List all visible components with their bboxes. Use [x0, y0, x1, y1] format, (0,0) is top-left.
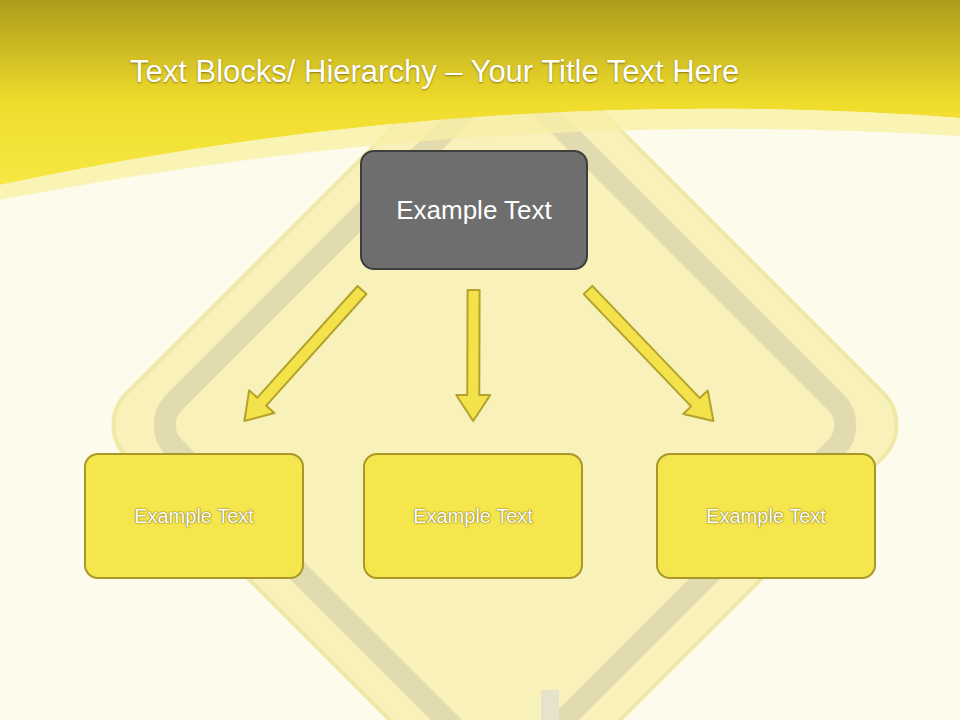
child-box: Example Text: [84, 453, 304, 579]
block-arrow: [584, 286, 714, 421]
block-arrow: [456, 290, 490, 421]
box-text: Example Text: [396, 195, 552, 226]
box-text: Example Text: [134, 505, 254, 528]
parent-box: Example Text: [360, 150, 588, 270]
slide-title: Text Blocks/ Hierarchy – Your Title Text…: [130, 54, 739, 90]
block-arrow: [244, 286, 366, 421]
child-box: Example Text: [363, 453, 583, 579]
child-box: Example Text: [656, 453, 876, 579]
sign-post: [541, 690, 559, 720]
box-text: Example Text: [706, 505, 826, 528]
box-text: Example Text: [413, 505, 533, 528]
